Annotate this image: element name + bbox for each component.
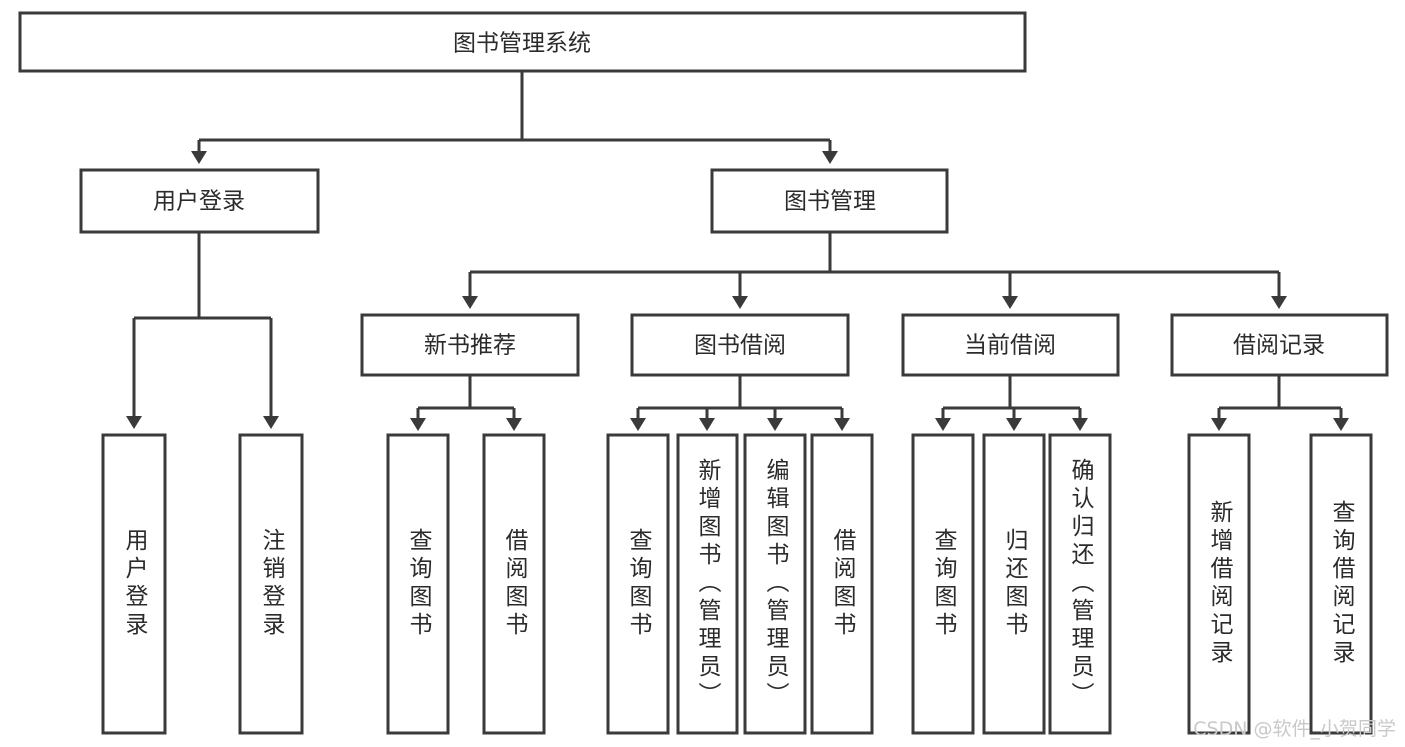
leaf-edit-book-box[interactable] bbox=[743, 433, 807, 735]
node-book-borrow-box[interactable] bbox=[630, 313, 850, 377]
node-user-login-label: 用户登录 bbox=[153, 189, 245, 215]
node-book-borrow-label: 图书借阅 bbox=[694, 333, 786, 359]
leaf-query-book-borrow-label: 查询图书 bbox=[625, 528, 653, 640]
leaf-node[interactable]: 新增图书（管理员） bbox=[676, 433, 739, 735]
node-book-manage[interactable]: 图书管理 bbox=[710, 168, 949, 234]
leaf-node[interactable]: 查询图书 bbox=[911, 433, 975, 735]
leaf-borrow-book-label: 借阅图书 bbox=[829, 528, 857, 640]
leaf-node[interactable]: 查询图书 bbox=[386, 433, 450, 735]
leaf-node[interactable]: 借阅图书 bbox=[810, 433, 874, 735]
leaf-node[interactable]: 归还图书 bbox=[982, 433, 1046, 735]
leaf-node[interactable]: 借阅图书 bbox=[482, 433, 546, 735]
connector-layer bbox=[126, 71, 1349, 431]
node-book-manage-box[interactable] bbox=[710, 168, 949, 234]
leaf-user-login-box[interactable] bbox=[101, 433, 167, 735]
leaf-node[interactable]: 查询借阅记录 bbox=[1309, 433, 1373, 735]
leaf-query-record-box[interactable] bbox=[1309, 433, 1373, 735]
leaf-node[interactable]: 查询图书 bbox=[606, 433, 670, 735]
node-new-book-rec-label: 新书推荐 bbox=[424, 333, 516, 359]
leaf-return-book-label: 归还图书 bbox=[1001, 528, 1029, 640]
node-borrow-record-box[interactable] bbox=[1170, 313, 1389, 377]
node-title-box[interactable] bbox=[18, 11, 1027, 73]
leaf-borrow-book-rec-label: 借阅图书 bbox=[501, 528, 529, 640]
leaf-node[interactable]: 注销登录 bbox=[238, 433, 304, 735]
leaf-confirm-return-box[interactable] bbox=[1048, 433, 1112, 735]
leaf-edit-book-label: 编辑图书（管理员） bbox=[762, 458, 790, 710]
node-user-login-box[interactable] bbox=[79, 168, 320, 234]
leaf-node[interactable]: 编辑图书（管理员） bbox=[743, 433, 807, 735]
leaf-return-book-box[interactable] bbox=[982, 433, 1046, 735]
leaf-add-book-box[interactable] bbox=[676, 433, 739, 735]
leaf-query-book-borrow-box[interactable] bbox=[606, 433, 670, 735]
node-new-book-rec[interactable]: 新书推荐 bbox=[360, 313, 580, 377]
leaf-logout-label: 注销登录 bbox=[258, 528, 286, 640]
node-current-borrow-label: 当前借阅 bbox=[964, 333, 1056, 359]
node-book-borrow[interactable]: 图书借阅 bbox=[630, 313, 850, 377]
leaf-borrow-book-rec-box[interactable] bbox=[482, 433, 546, 735]
node-book-manage-label: 图书管理 bbox=[784, 189, 876, 215]
leaf-query-book-cur-box[interactable] bbox=[911, 433, 975, 735]
leaf-node[interactable]: 用户登录 bbox=[101, 433, 167, 735]
leaf-confirm-return-label: 确认归还（管理员） bbox=[1067, 458, 1095, 710]
node-borrow-record-label: 借阅记录 bbox=[1233, 333, 1325, 359]
leaf-user-login-label: 用户登录 bbox=[121, 528, 149, 640]
node-current-borrow[interactable]: 当前借阅 bbox=[901, 313, 1120, 377]
node-user-login[interactable]: 用户登录 bbox=[79, 168, 320, 234]
node-current-borrow-box[interactable] bbox=[901, 313, 1120, 377]
node-borrow-record[interactable]: 借阅记录 bbox=[1170, 313, 1389, 377]
node-title-label: 图书管理系统 bbox=[453, 31, 591, 57]
leaf-logout-box[interactable] bbox=[238, 433, 304, 735]
leaf-query-book-rec-label: 查询图书 bbox=[405, 528, 433, 640]
leaf-query-book-cur-label: 查询图书 bbox=[930, 528, 958, 640]
leaf-borrow-book-box[interactable] bbox=[810, 433, 874, 735]
leaf-query-record-label: 查询借阅记录 bbox=[1328, 500, 1356, 668]
leaf-node[interactable]: 新增借阅记录 bbox=[1187, 433, 1251, 735]
leaf-add-record-box[interactable] bbox=[1187, 433, 1251, 735]
csdn-watermark: CSDN @软件_小贺同学 bbox=[1193, 718, 1396, 740]
leaf-node[interactable]: 确认归还（管理员） bbox=[1048, 433, 1112, 735]
leaf-add-book-label: 新增图书（管理员） bbox=[694, 458, 722, 710]
leaf-add-record-label: 新增借阅记录 bbox=[1206, 500, 1234, 668]
leaf-query-book-rec-box[interactable] bbox=[386, 433, 450, 735]
node-new-book-rec-box[interactable] bbox=[360, 313, 580, 377]
node-title[interactable]: 图书管理系统 bbox=[18, 11, 1027, 73]
